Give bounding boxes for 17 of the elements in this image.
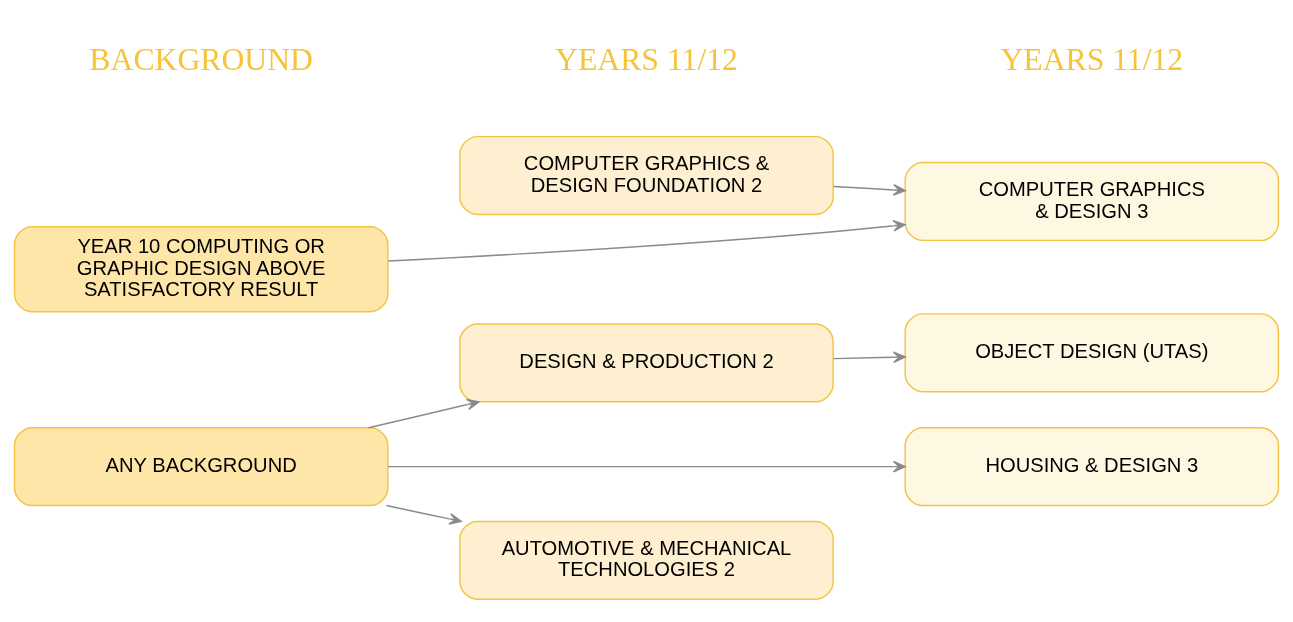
arrow (387, 219, 906, 262)
arrow (832, 351, 906, 364)
node-box: DESIGN & PRODUCTION 2 (459, 323, 834, 403)
label: BACKGROUND (89, 41, 313, 77)
arrow (385, 504, 462, 525)
node-box: YEAR 10 COMPUTING OR GRAPHIC DESIGN ABOVE SATISFACTORY RESULT (13, 225, 389, 313)
node-box: COMPUTER GRAPHICS & DESIGN 3 (904, 161, 1280, 242)
arrow (387, 460, 906, 473)
node-box: ANY BACKGROUND (13, 427, 389, 507)
label: YEARS 11/12 (555, 41, 738, 77)
label: YEARS 11/12 (1000, 41, 1184, 77)
arrow (832, 184, 906, 196)
node-box: HOUSING & DESIGN 3 (904, 427, 1280, 507)
node-box: OBJECT DESIGN (UTAS) (904, 313, 1280, 393)
node-box: AUTOMOTIVE & MECHANICAL TECHNOLOGIES 2 (459, 520, 834, 600)
node-box: COMPUTER GRAPHICS & DESIGN FOUNDATION 2 (459, 135, 834, 216)
arrow (367, 398, 480, 429)
